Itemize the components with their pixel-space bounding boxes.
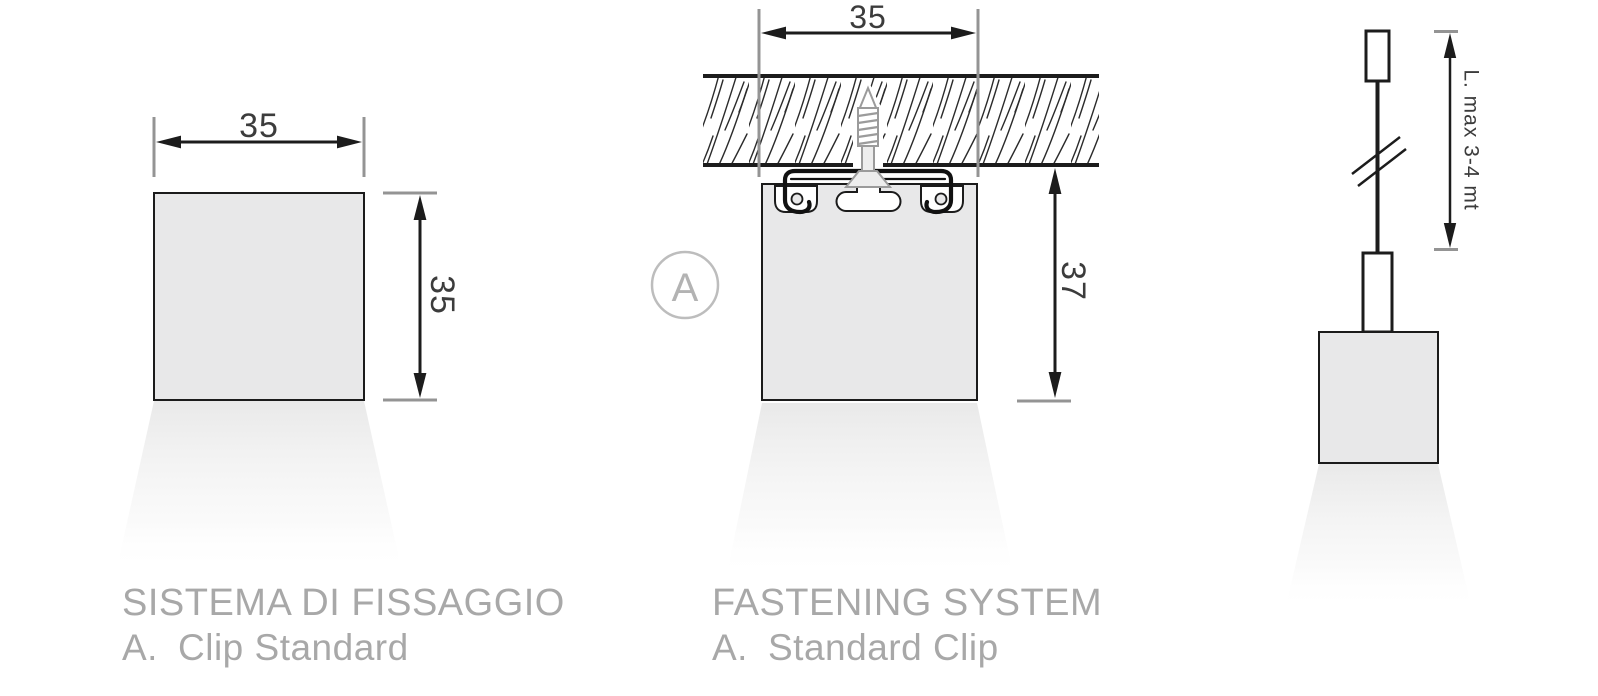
suspension-diagram: L. max 3-4 mt [1285, 29, 1483, 610]
profile-square [1318, 331, 1439, 464]
arrow-up-icon [1048, 168, 1062, 194]
caption-english-item: A. Standard Clip [712, 629, 999, 666]
profile-body [761, 183, 978, 401]
arrow-down-icon [413, 373, 427, 398]
caption-item-name: Clip Standard [178, 627, 409, 668]
cable-gripper [1361, 251, 1394, 334]
height-dimension: 37 [1017, 168, 1092, 403]
screw-shank [861, 145, 875, 173]
arrow-right-icon [337, 135, 362, 149]
arrow-left-icon [156, 135, 181, 149]
cable-break-symbol [1351, 136, 1407, 187]
profile-square [153, 192, 365, 401]
clip-mounting-diagram: 35 [650, 0, 1099, 578]
marker-letter: A [672, 266, 699, 310]
arrow-right-icon [951, 26, 976, 40]
length-dimension: L. max 3-4 mt [1434, 30, 1483, 251]
light-beam [116, 401, 402, 572]
length-dimension-label: L. max 3-4 mt [1460, 69, 1483, 210]
light-beam [1285, 464, 1472, 610]
marker-circle [650, 250, 720, 320]
caption-item-letter: A. [122, 627, 158, 668]
caption-italian-item: A. Clip Standard [122, 629, 409, 666]
width-dimension: 35 [152, 107, 366, 177]
slot-tongue [934, 192, 948, 206]
caption-item-name: Standard Clip [768, 627, 999, 668]
ceiling-section [703, 74, 1099, 167]
light-beam [726, 403, 1014, 578]
width-dimension-label: 35 [239, 107, 279, 145]
height-dimension-label: 35 [423, 275, 461, 315]
screw [843, 85, 893, 188]
caption-english-title: FASTENING SYSTEM [712, 582, 1103, 624]
profile-slot-center [835, 183, 902, 212]
slot-tongue [790, 192, 804, 206]
caption-italian-title: SISTEMA DI FISSAGGIO [122, 582, 565, 624]
detail-marker-a: A [650, 250, 720, 320]
width-dimension: 35 [761, 0, 976, 40]
arrow-down-icon [1443, 223, 1457, 248]
height-dimension-label: 37 [1054, 261, 1092, 301]
ceiling-attachment [1364, 29, 1391, 83]
arrow-left-icon [761, 26, 786, 40]
caption-item-letter: A. [712, 627, 748, 668]
arrow-up-icon [1443, 33, 1457, 58]
screw-head [843, 170, 893, 188]
profile-section-diagram: 35 35 [116, 107, 461, 572]
height-dimension: 35 [383, 191, 461, 402]
arrow-down-icon [1048, 372, 1062, 398]
arrow-up-icon [413, 195, 427, 220]
width-dimension-label: 35 [849, 0, 887, 35]
